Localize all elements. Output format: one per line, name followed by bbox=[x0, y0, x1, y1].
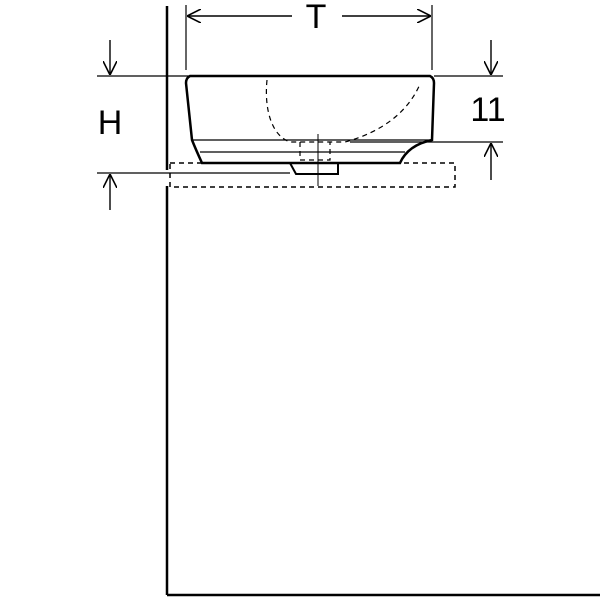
dimension-t: T bbox=[185, 0, 433, 70]
wall-outline bbox=[165, 6, 600, 597]
dimension-h: H bbox=[97, 40, 290, 210]
rim-height-label: 11 bbox=[470, 91, 505, 129]
dimension-rim: 11 bbox=[350, 40, 506, 180]
depth-label: T bbox=[306, 0, 327, 36]
countertop-outline bbox=[169, 162, 456, 188]
basin-body bbox=[184, 74, 436, 186]
height-label: H bbox=[98, 104, 123, 142]
